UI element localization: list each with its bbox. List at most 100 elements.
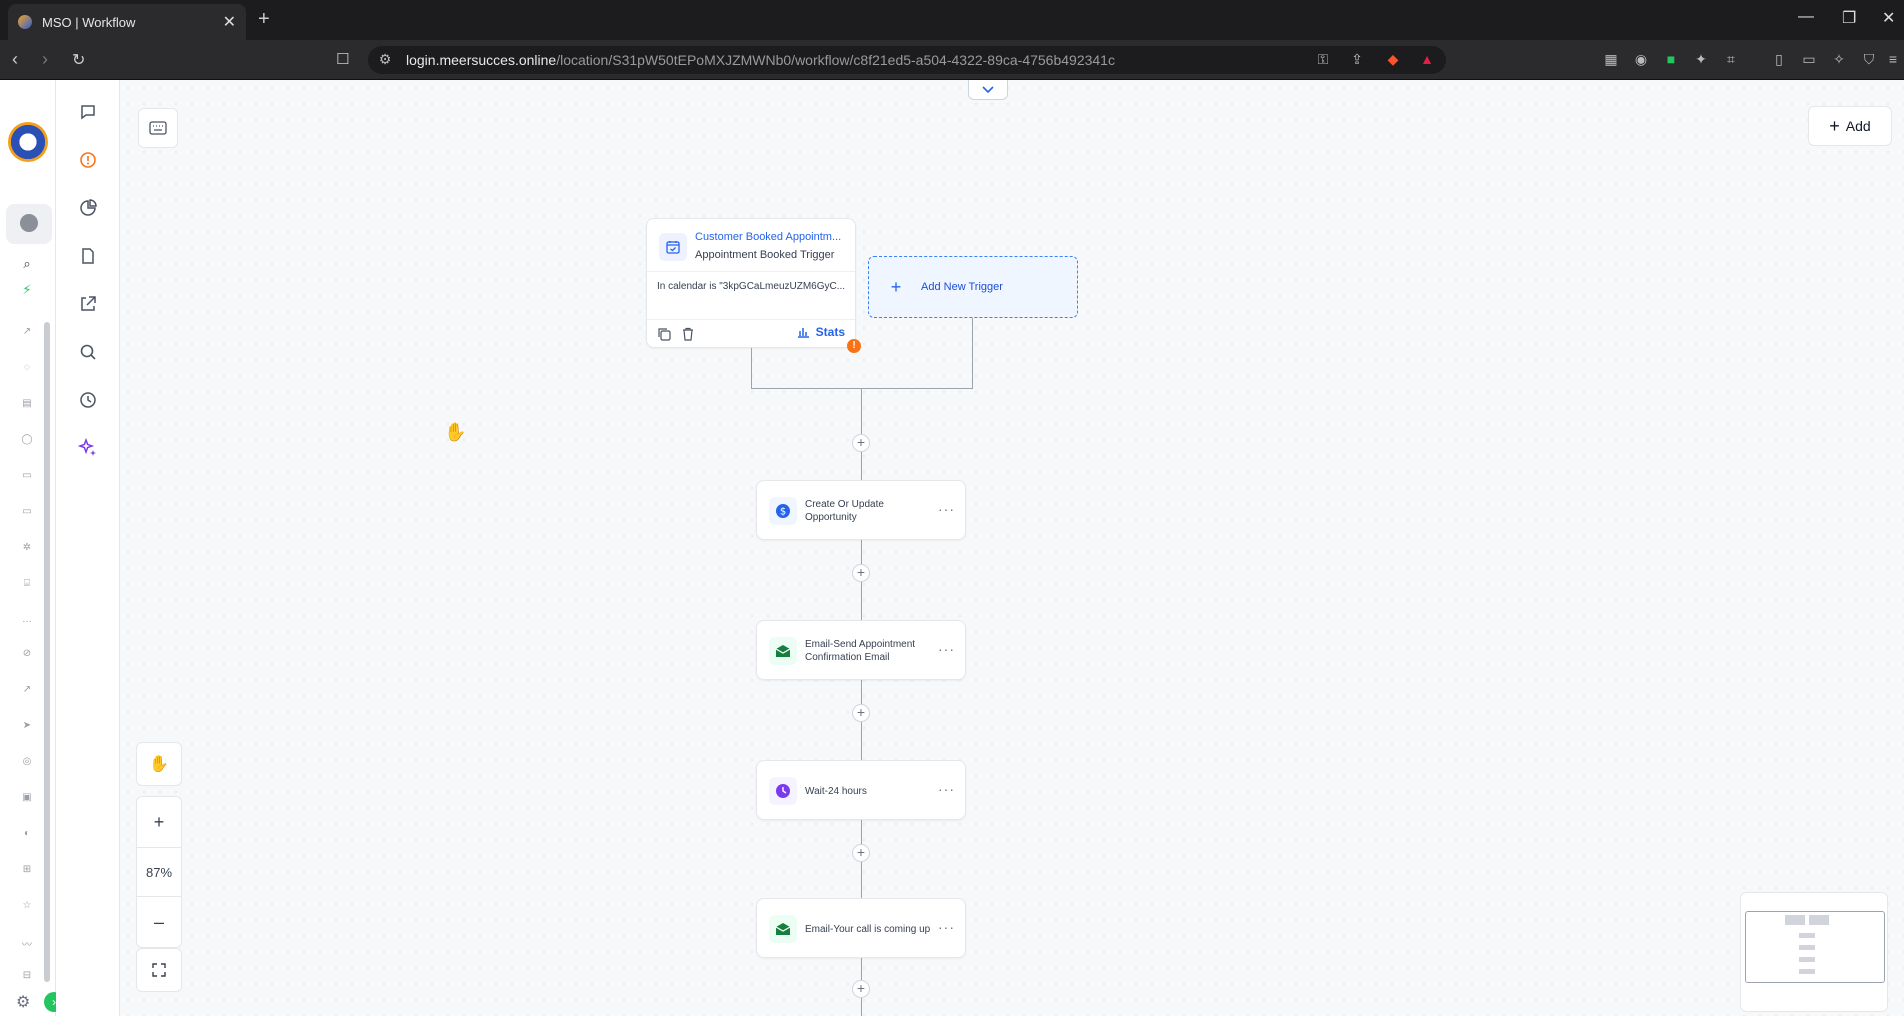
add-step-button[interactable]: + [852,980,870,998]
address-bar[interactable]: login.meersucces.online/location/S31pW50… [368,46,1446,74]
workflow-canvas[interactable]: + Add Customer Booked Appointm... Appoin… [120,80,1904,1016]
minimize-icon[interactable]: — [1798,8,1814,25]
minimap-node [1785,915,1805,925]
more-options-icon[interactable]: ··· [938,919,955,935]
email-icon [769,915,797,943]
rail-nav-16-icon[interactable]: ⊞ [22,864,32,875]
rail-nav-11-icon[interactable]: ↗ [22,684,32,695]
sidebar-toggle-icon[interactable]: ▯ [1775,51,1783,67]
add-step-button[interactable]: + [852,564,870,582]
rail-nav-17-icon[interactable]: ☆ [22,900,32,911]
brave-shields-icon[interactable]: ◆ [1387,51,1399,67]
rail-nav-4-icon[interactable]: ◯ [21,434,33,445]
action-card-email-confirmation[interactable]: Email-Send Appointment Confirmation Emai… [756,620,966,680]
restore-icon[interactable]: ❐ [1842,10,1857,27]
more-options-icon[interactable]: ··· [938,501,955,517]
extension-1-icon[interactable]: ▦ [1604,51,1618,67]
vpn-icon[interactable]: ⛉ [1863,51,1875,67]
rail-nav-18-icon[interactable]: 〰 [22,940,32,951]
trigger-card[interactable]: Customer Booked Appointm... Appointment … [646,218,861,353]
history-icon[interactable] [74,386,102,414]
notes-icon[interactable] [74,242,102,270]
pan-tool-button[interactable]: ✋ [136,742,182,786]
window-close-icon[interactable]: ✕ [1882,10,1896,27]
add-step-button[interactable]: + [852,844,870,862]
comments-icon[interactable] [74,98,102,126]
warning-badge[interactable]: ! [847,339,861,353]
action-card-wait[interactable]: Wait-24 hours ··· [756,760,966,820]
connector-line [972,318,973,388]
connector-line [861,388,862,1016]
copy-icon[interactable] [657,327,671,341]
tab-close-icon[interactable]: ✕ [222,14,236,31]
collapse-header-button[interactable] [968,80,1008,100]
site-info-icon[interactable]: ⚙ [378,51,392,67]
stats-button[interactable]: Stats [797,325,845,339]
rail-nav-9-icon[interactable]: … [22,614,32,625]
rail-nav-6-icon[interactable]: ▭ [22,506,32,517]
keyboard-shortcuts-button[interactable] [138,108,178,148]
trigger-title[interactable]: Customer Booked Appointm... [695,231,842,243]
rail-nav-14-icon[interactable]: ▣ [22,792,32,803]
back-icon[interactable]: ‹ [12,49,18,69]
external-link-icon[interactable] [74,290,102,318]
rail-nav-3-icon[interactable]: ▤ [22,398,32,409]
add-new-trigger-button[interactable]: + Add New Trigger [868,256,1078,318]
camera-icon[interactable]: ◉ [1634,51,1648,67]
brave-rewards-icon[interactable]: ▲ [1420,51,1434,67]
trash-icon[interactable] [681,327,695,341]
tab-title: MSO | Workflow [42,14,136,30]
browser-tab[interactable]: MSO | Workflow ✕ [8,4,246,40]
add-button[interactable]: + Add [1808,106,1892,146]
ai-sparkle-icon[interactable] [74,434,102,462]
rail-nav-7-icon[interactable]: ✲ [22,542,32,553]
share-icon[interactable]: ⇪ [1351,51,1363,67]
minimap-node [1799,945,1815,950]
search-workflow-icon[interactable] [74,338,102,366]
wallet-icon[interactable]: ▭ [1802,51,1816,67]
rail-nav-19-icon[interactable]: ⊟ [22,970,32,981]
search-icon[interactable]: ⌕ [23,256,31,271]
rail-scrollbar[interactable] [44,322,50,982]
bar-chart-icon [797,328,809,338]
rail-nav-8-icon[interactable]: ⌸ [24,578,30,589]
password-key-icon[interactable]: ⚿ [1317,51,1329,67]
action-card-email-reminder[interactable]: Email-Your call is coming up ··· [756,898,966,958]
screenshot-icon[interactable]: ⌗ [1727,51,1735,67]
quick-actions-icon[interactable]: ⚡ [22,282,32,297]
url-host: login.meersucces.online [406,52,557,68]
action-card-opportunity[interactable]: $ Create Or Update Opportunity ··· [756,480,966,540]
rail-nav-10-icon[interactable]: ⊘ [22,648,32,659]
grab-cursor-icon: ✋ [444,422,467,442]
rail-nav-1-icon[interactable]: ↗ [22,326,32,337]
zoom-level: 87% [137,847,181,897]
reload-icon[interactable]: ↻ [72,52,86,69]
add-step-button[interactable]: + [852,434,870,452]
extensions-puzzle-icon[interactable]: ✦ [1695,51,1707,67]
forward-icon[interactable]: › [42,49,48,69]
new-tab-button[interactable]: + [258,8,270,30]
alert-icon[interactable] [74,146,102,174]
leo-ai-icon[interactable]: ✧ [1833,51,1845,67]
settings-gear-icon[interactable]: ⚙ [16,994,31,1011]
minimap[interactable] [1740,892,1888,1012]
minimap-viewport[interactable] [1745,911,1885,983]
extension-2-icon[interactable]: ■ [1666,51,1676,67]
rail-nav-5-icon[interactable]: ▭ [22,470,32,481]
rail-nav-15-icon[interactable]: ◐ [23,828,31,839]
email-icon [769,637,797,665]
more-options-icon[interactable]: ··· [938,781,955,797]
more-options-icon[interactable]: ··· [938,641,955,657]
company-logo[interactable] [8,122,48,162]
analytics-pie-icon[interactable] [74,194,102,222]
bookmark-icon[interactable]: ☐ [336,51,350,68]
rail-nav-13-icon[interactable]: ◎ [22,756,32,767]
menu-icon[interactable]: ≡ [1888,51,1898,67]
user-avatar[interactable] [6,204,52,244]
fit-view-button[interactable] [136,948,182,992]
rail-nav-2-icon[interactable]: ◌ [24,362,30,373]
add-step-button[interactable]: + [852,704,870,722]
rail-nav-12-icon[interactable]: ➤ [22,720,32,731]
zoom-in-button[interactable]: + [153,811,165,832]
zoom-out-button[interactable]: – [153,911,164,932]
